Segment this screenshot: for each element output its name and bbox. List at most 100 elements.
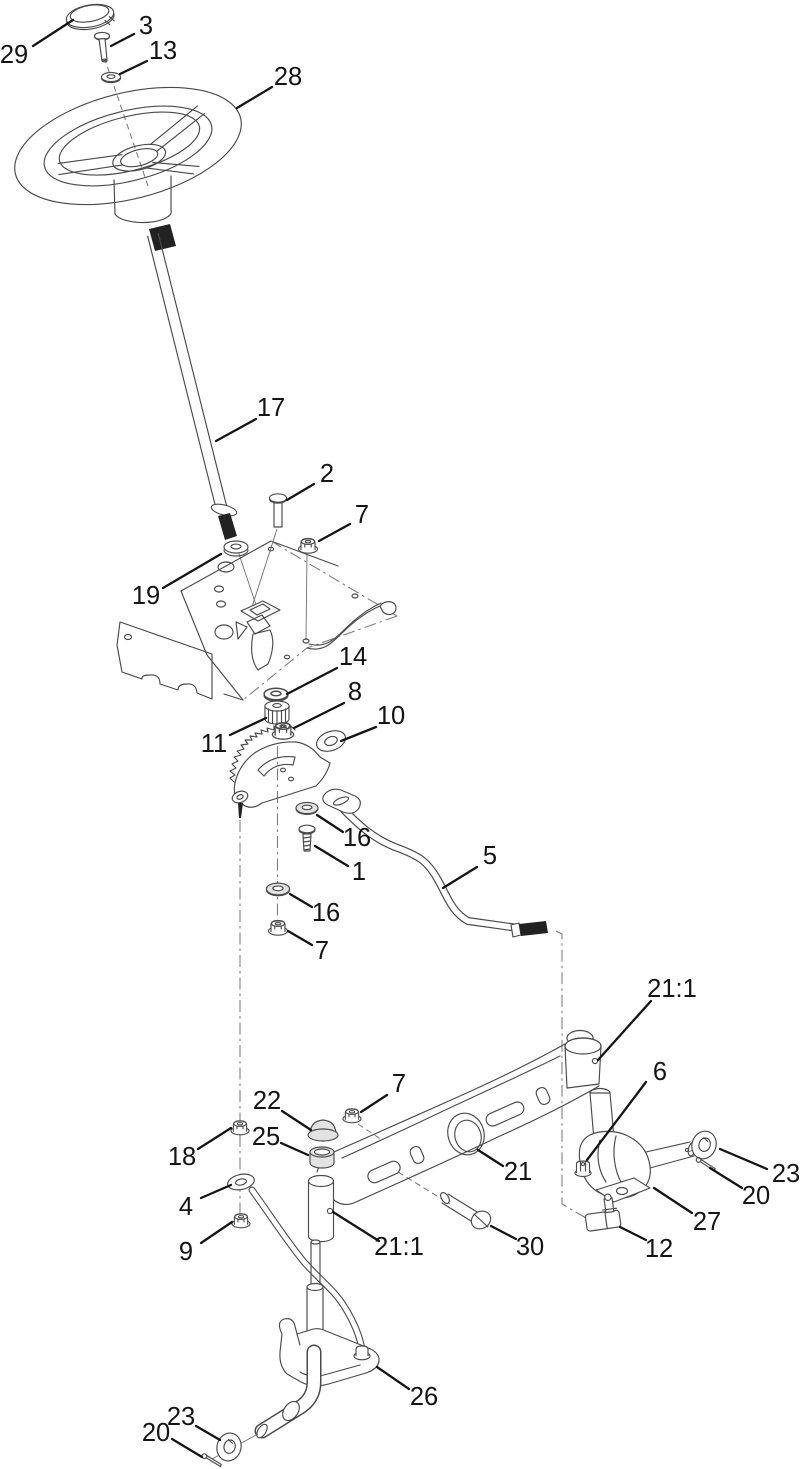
callout-tie-rod: 4 [179, 1183, 233, 1221]
leader-line [596, 999, 653, 1062]
callout-label: 1 [352, 858, 366, 886]
leader-line [170, 1437, 204, 1459]
steering-wheel-cap [65, 3, 115, 31]
callout-flat-washer: 14 [285, 643, 367, 696]
leader-line [199, 1183, 233, 1200]
callout-label: 3 [139, 12, 153, 40]
cup-washer-upper [295, 801, 319, 815]
leader-line [194, 1424, 222, 1442]
leader-line [708, 1166, 744, 1190]
callout-grease-fitting: 12 [618, 1225, 673, 1263]
leader-line [288, 892, 314, 909]
construction-lines [100, 47, 587, 1219]
leader-line [214, 417, 258, 443]
tie-rod [227, 1173, 366, 1354]
callout-label: 7 [355, 501, 369, 529]
leader-line [199, 1220, 234, 1245]
callout-flange-nut-sector: 7 [286, 929, 329, 965]
callout-label: 9 [179, 1238, 193, 1266]
flange-nut-dash [297, 537, 319, 554]
leader-line [618, 1225, 648, 1242]
leader-line [292, 701, 346, 730]
callout-axle-hole-left: 21:1 [331, 1210, 424, 1261]
callout-label: 18 [168, 1143, 196, 1171]
flange-nut-axle [342, 1108, 362, 1124]
shaft-bushing [223, 540, 249, 557]
callout-pivot-bolt: 30 [489, 1224, 544, 1261]
callout-label: 13 [149, 37, 177, 65]
leader-line [315, 813, 345, 834]
callout-cotter-pin-left: 20 [142, 1419, 204, 1459]
grease-fitting [584, 1193, 622, 1232]
front-axle [307, 1029, 602, 1243]
callout-label: 16 [343, 824, 371, 852]
callout-cup-washer-lower: 16 [288, 892, 340, 927]
callout-steering-arm-bracket: 26 [375, 1365, 438, 1411]
callout-label: 16 [312, 899, 340, 927]
callout-sector-plate: 10 [339, 702, 405, 743]
callout-label: 21:1 [374, 1233, 424, 1261]
callout-steering-shaft: 17 [214, 394, 285, 443]
flange-nut-tierod-upper [230, 1120, 250, 1136]
callout-cup-washer-upper: 16 [315, 813, 371, 852]
callout-label: 25 [252, 1123, 280, 1151]
callout-label: 23 [167, 1403, 195, 1431]
cap-bolt [93, 31, 111, 63]
flat-washer [263, 687, 289, 702]
callout-label: 2 [320, 460, 334, 488]
callout-label: 6 [653, 1058, 667, 1086]
pinion-gear [264, 700, 290, 725]
leader-line [161, 552, 223, 590]
leader-line [235, 85, 274, 110]
axle-hole-right [591, 1057, 599, 1065]
callout-label: 19 [132, 582, 160, 610]
callout-label: 5 [483, 842, 497, 870]
steering-wheel [14, 86, 242, 224]
callout-axle-bushing: 25 [252, 1123, 310, 1157]
callout-shaft-bushing: 19 [132, 552, 223, 610]
callout-pinion-gear: 11 [201, 716, 268, 758]
shaft-bolt [268, 493, 288, 528]
leader-line [441, 865, 479, 890]
callout-label: 27 [693, 1208, 721, 1236]
leader-line [375, 1365, 411, 1391]
bushing-cap [307, 1119, 339, 1142]
callout-label: 26 [410, 1383, 438, 1411]
leader-line [339, 725, 378, 743]
callout-label: 22 [253, 1087, 281, 1115]
leader-line [279, 1141, 310, 1157]
leader-line [489, 1224, 518, 1241]
callout-drag-link: 5 [441, 842, 497, 890]
callout-cap-bolt: 3 [109, 12, 153, 48]
callout-flange-nut-dash: 7 [317, 501, 369, 543]
pivot-bolt [440, 1192, 492, 1230]
callout-label: 28 [274, 63, 302, 91]
leader-line [31, 18, 75, 48]
callout-steering-wheel: 28 [235, 63, 302, 110]
jam-nut [574, 1160, 592, 1178]
callout-label: 23 [772, 1160, 800, 1188]
callout-label: 4 [179, 1193, 193, 1221]
leader-line [313, 844, 350, 868]
callout-flange-nut-tierod-upper: 18 [168, 1126, 233, 1171]
leader-line [317, 522, 352, 543]
callout-flange-nut-axle: 7 [359, 1070, 406, 1114]
leader-line [196, 1126, 233, 1151]
steering-arm-bracket [278, 1318, 380, 1387]
axle-bushing [309, 1146, 335, 1169]
callout-label: 29 [0, 41, 28, 69]
callout-cap-washer: 13 [118, 37, 177, 76]
leader-line [228, 716, 268, 737]
leader-line [331, 1210, 381, 1243]
callout-label: 14 [339, 643, 367, 671]
callout-flange-lock-nut: 8 [292, 678, 362, 730]
callout-label: 20 [742, 1182, 770, 1210]
flange-nut-sector [267, 919, 289, 936]
leader-line [476, 1148, 505, 1168]
leader-line [109, 32, 136, 48]
callout-sector-screw: 1 [313, 844, 366, 886]
cup-washer-lower [265, 882, 291, 897]
callout-label: 10 [377, 702, 405, 730]
spindle-washer-right [687, 1127, 721, 1163]
leader-line [652, 1186, 694, 1215]
